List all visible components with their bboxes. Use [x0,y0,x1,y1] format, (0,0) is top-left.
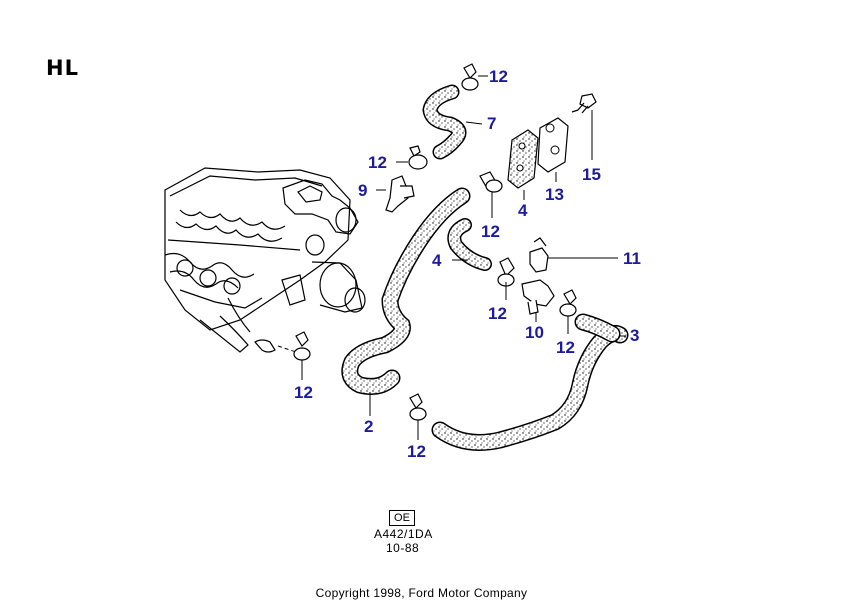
page-title: HL [46,56,79,80]
hose-7 [422,84,467,160]
callout-12-bottom-left: 12 [294,383,313,402]
callout-9: 9 [358,181,368,200]
hose-2 [341,187,471,395]
housing-plate-13 [537,117,569,173]
callout-7: 7 [487,114,497,133]
connector-9 [385,175,415,213]
reference-box: OE [389,510,415,526]
engine-block [164,167,366,353]
callout-12-bottom: 12 [407,442,426,461]
t-piece-10 [521,279,555,315]
callout-2: 2 [364,417,374,436]
clamp-12-right-mid [497,257,515,287]
clamp-12-left [408,145,428,170]
copyright-text: Copyright 1998, Ford Motor Company [315,586,528,600]
reference-date: 10-88 [386,541,420,555]
callout-12-left: 12 [368,153,387,172]
callout-15: 15 [582,165,601,184]
callout-13: 13 [545,185,564,204]
gasket-plate-4 [507,129,539,189]
clamp-12-right [559,289,577,317]
callout-12-mid: 12 [481,222,500,241]
clamp-12-engine [293,331,311,361]
engine-clamp-leader [277,345,297,353]
callout-12-right: 12 [556,338,575,357]
clamp-12-top [461,63,479,91]
callout-11: 11 [623,249,641,268]
callout-10: 10 [525,323,544,342]
hose-3 [431,313,629,451]
bolt-15 [571,93,597,114]
clamp-12-mid [479,171,503,193]
hose-4-lower [447,218,492,271]
callout-4-lower: 4 [432,251,442,270]
callout-4-upper: 4 [518,201,528,220]
callout-12-top: 12 [489,67,508,86]
valve-11 [529,237,549,273]
reference-code: A442/1DA [374,527,433,541]
clamp-12-bottom [409,393,427,421]
leader-lines [301,75,626,440]
callout-12-right-mid: 12 [488,304,507,323]
callout-3: 3 [630,326,640,345]
